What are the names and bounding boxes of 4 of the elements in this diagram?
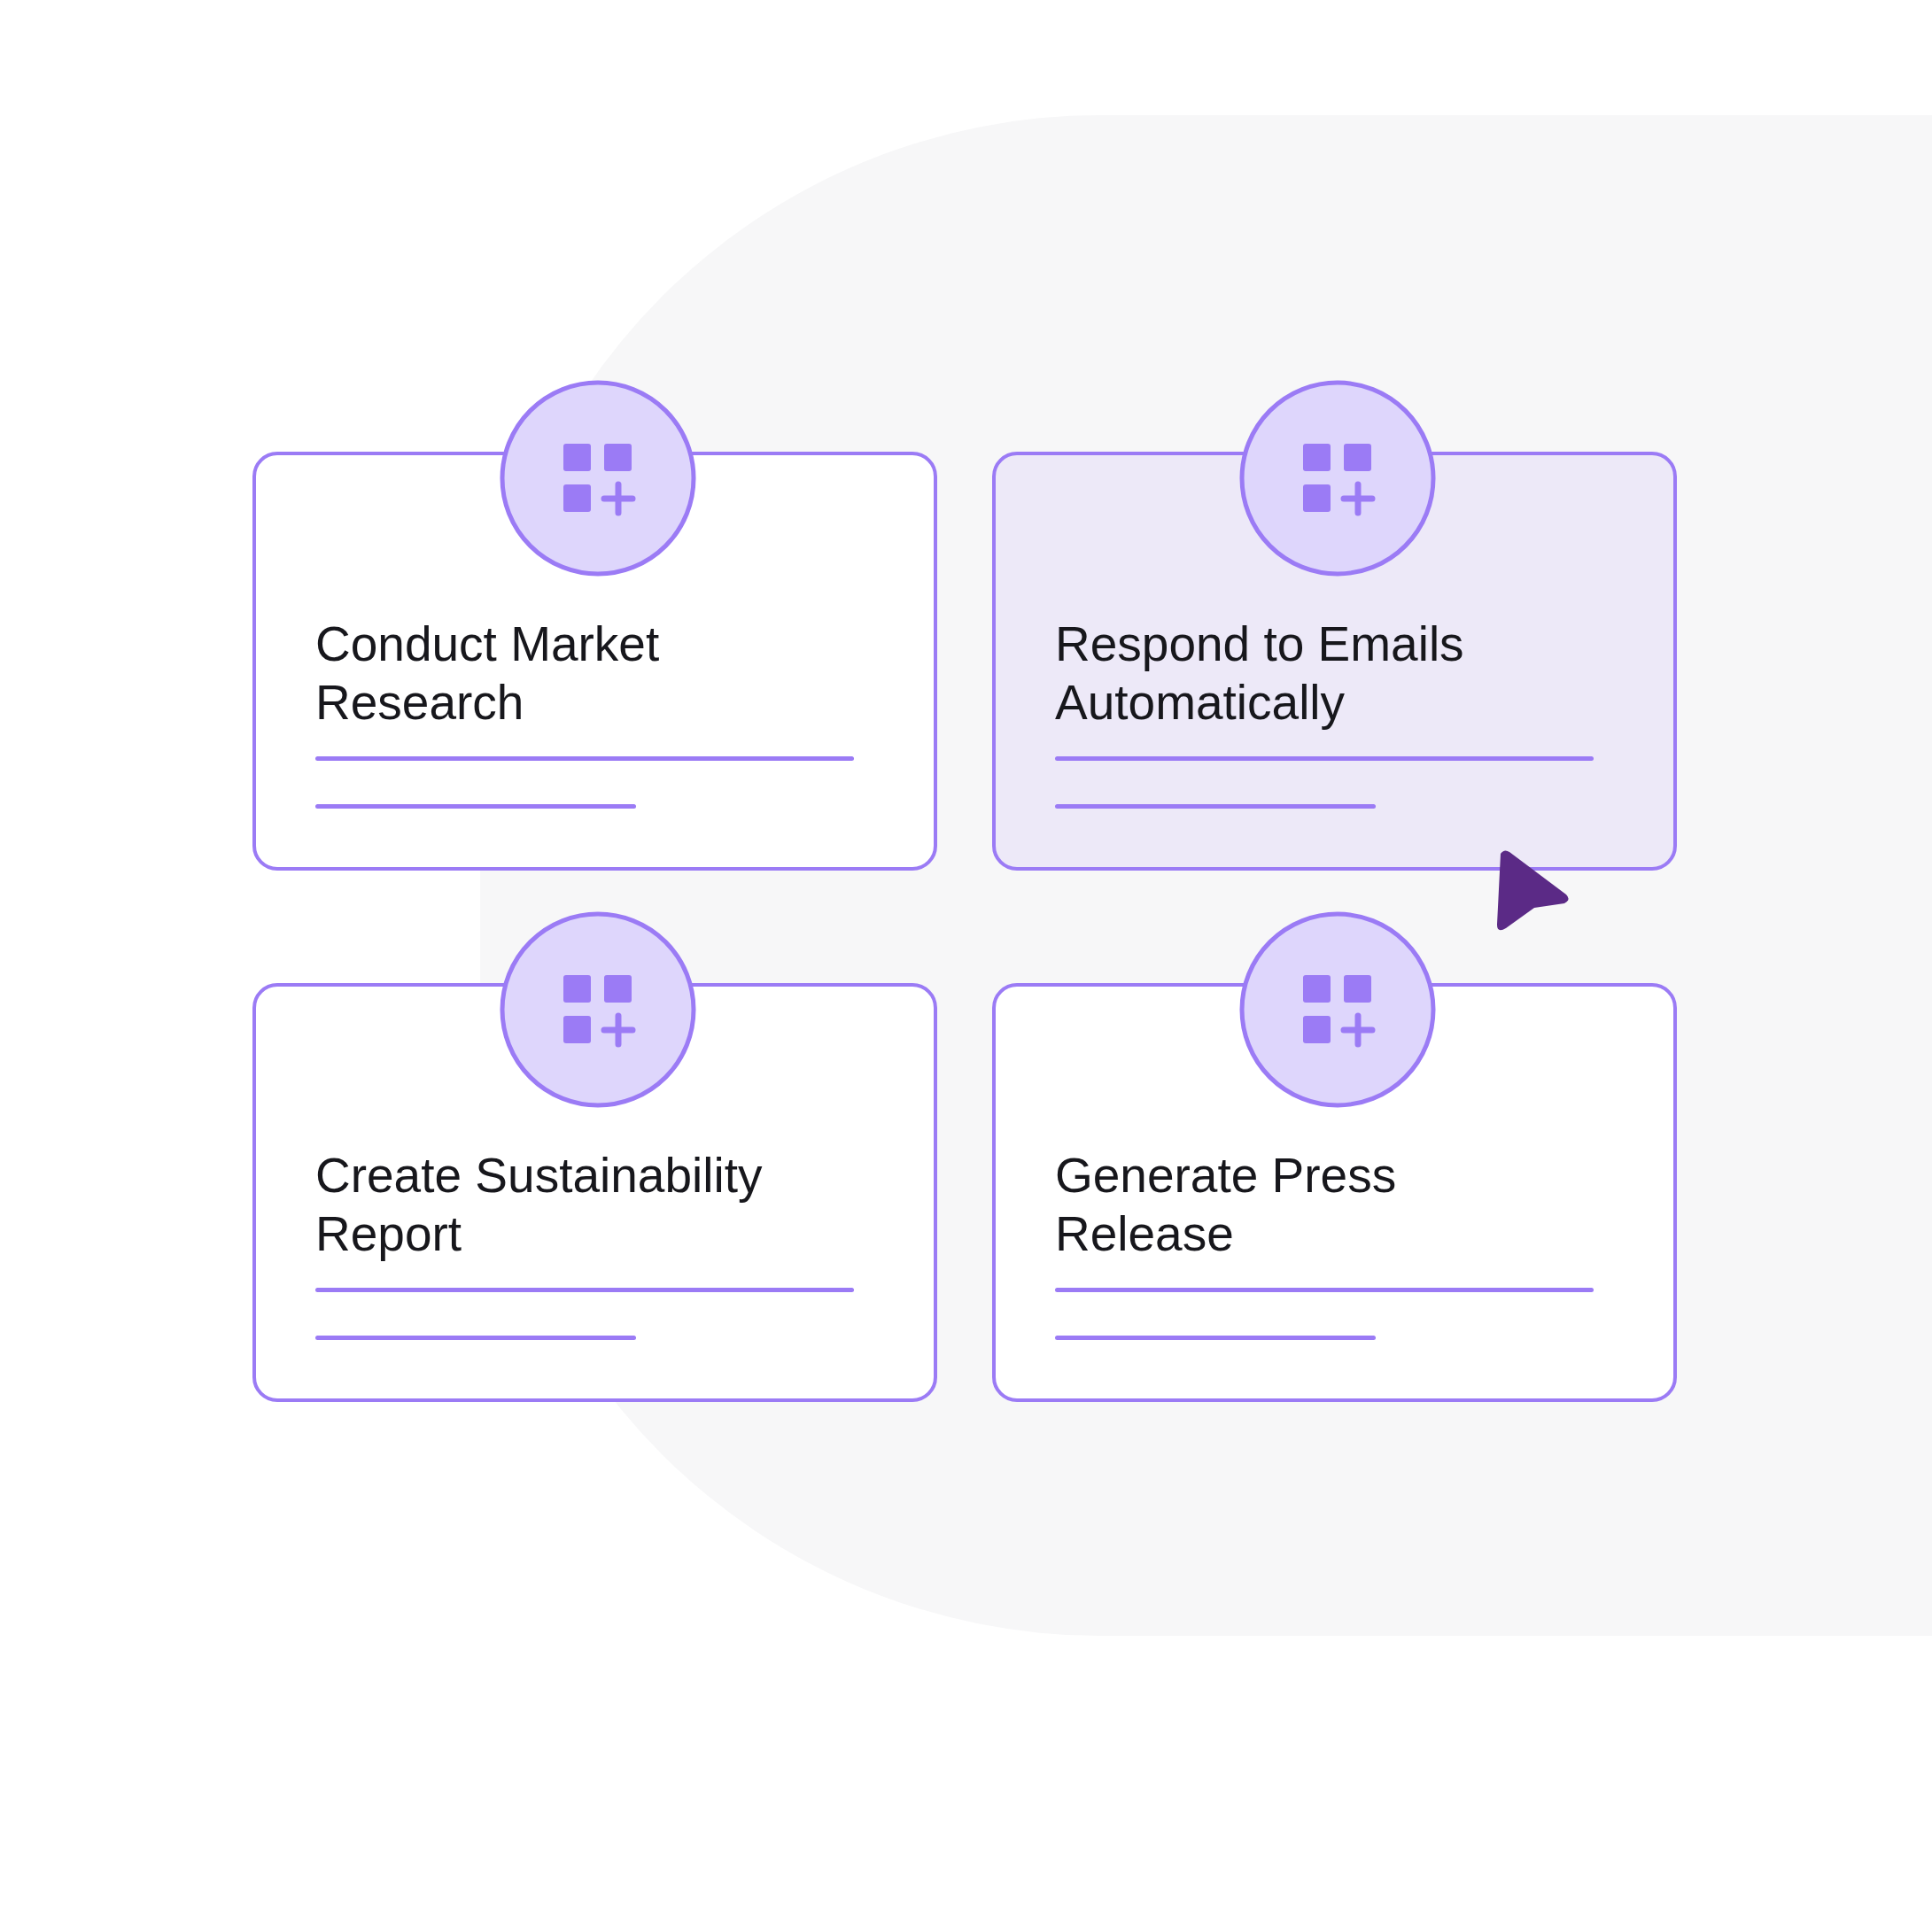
card-title: Respond to Emails Automatically bbox=[1055, 616, 1465, 732]
card-title: Conduct Market Research bbox=[315, 616, 661, 732]
card-title: Generate Press Release bbox=[1055, 1147, 1398, 1263]
card-title: Create Sustainability Report bbox=[315, 1147, 764, 1263]
